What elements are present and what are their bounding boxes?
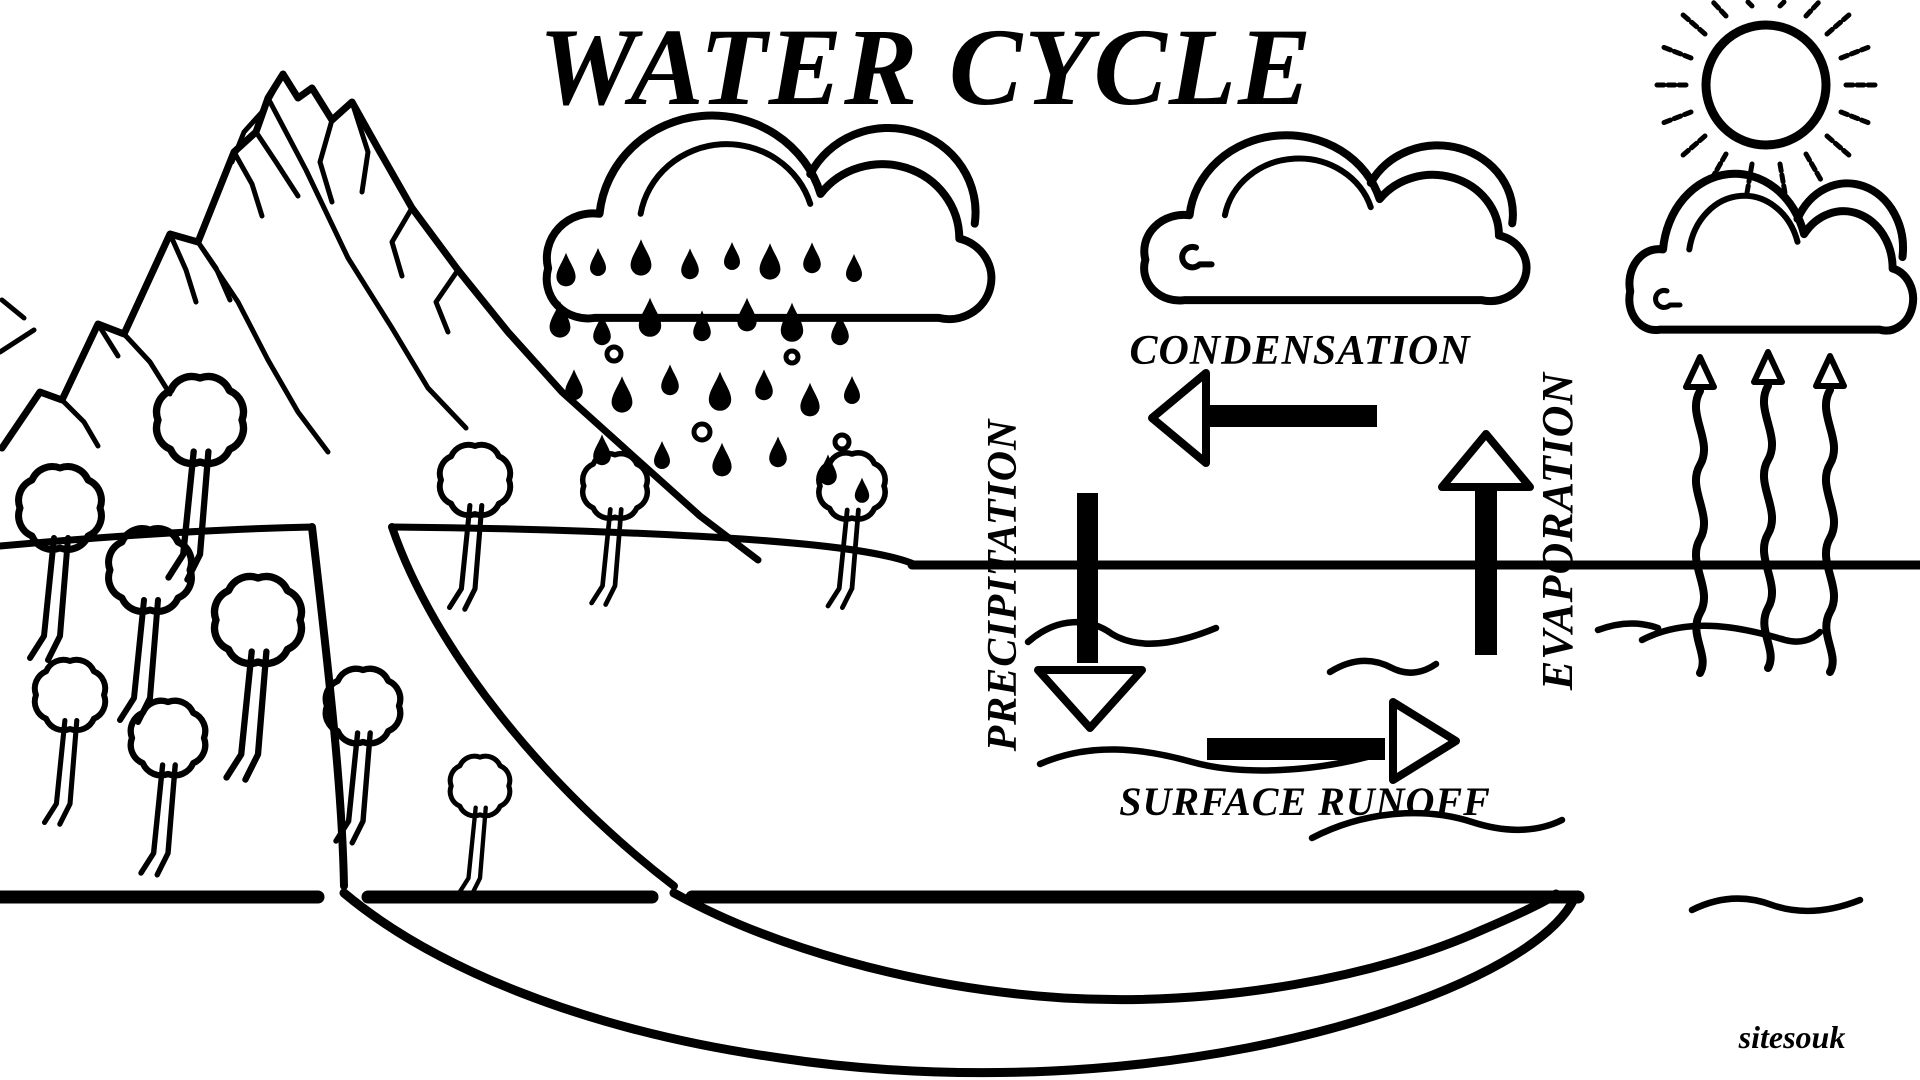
surface-runoff-label: SURFACE RUNOFF — [1119, 779, 1491, 824]
condensation-label: CONDENSATION — [1129, 328, 1471, 374]
basin-outer-curve — [339, 888, 1579, 1078]
water-wave-icon — [1594, 620, 1662, 634]
tree-icon — [450, 756, 510, 895]
evaporation-arrow — [1438, 430, 1534, 655]
groundwater-basin-icon — [0, 888, 1585, 1078]
ground-slope-right — [388, 523, 922, 570]
watermark: sitesouk — [1738, 1019, 1846, 1055]
river-icon — [308, 523, 678, 890]
raindrop-icon — [604, 344, 624, 364]
sun-rays — [1653, 0, 1879, 196]
ground-and-river — [0, 523, 922, 890]
tree-icon — [131, 701, 206, 875]
tree-icon — [157, 377, 244, 580]
tree-icon — [19, 467, 102, 660]
water-wave-icon — [1326, 657, 1440, 676]
water-wave-icon — [1308, 809, 1566, 842]
page-title: WATER CYCLE — [539, 6, 1314, 128]
precipitation-arrow — [1034, 493, 1146, 732]
mountain-ridge-texture — [0, 71, 469, 455]
steam-squiggle-icon — [1816, 356, 1844, 672]
steam-squiggle-icon — [1754, 352, 1782, 668]
water-wave-icon — [1638, 622, 1824, 645]
raindrop-icon — [783, 348, 801, 366]
water-wave-icon — [1688, 895, 1864, 915]
rain — [549, 239, 870, 503]
basin-inner-curve — [669, 888, 1561, 1005]
evaporation-label: EVAPORATION — [1533, 371, 1582, 691]
tree-icon — [35, 660, 105, 824]
raindrop-icon — [832, 432, 852, 452]
water-wave-icon — [1024, 619, 1220, 647]
cloud-icon — [1144, 135, 1526, 301]
mountain-icon — [0, 70, 762, 564]
tree-icon — [215, 577, 302, 780]
sun-icon — [1653, 0, 1879, 196]
trees — [19, 377, 886, 896]
raindrop-icon — [691, 421, 713, 443]
precipitation-label: PRECIPITATION — [980, 418, 1026, 752]
ground-line-left — [0, 523, 316, 550]
water-waves — [1024, 619, 1864, 915]
cloud-icon — [1629, 174, 1913, 331]
surface-runoff-arrow — [1207, 698, 1460, 784]
water-wave-icon — [1036, 746, 1382, 774]
rain-cloud-icon — [547, 116, 992, 320]
condensation-arrow — [1148, 369, 1377, 467]
